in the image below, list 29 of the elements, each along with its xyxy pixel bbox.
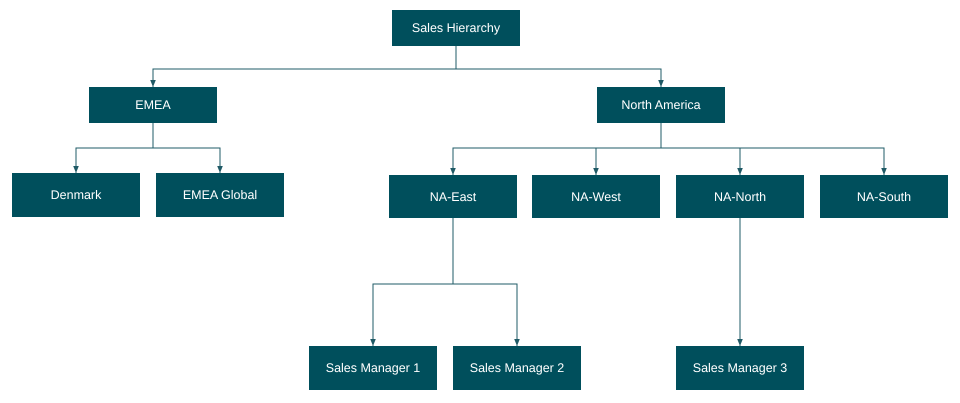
connector-arrow	[456, 46, 664, 88]
node-label: Denmark	[50, 188, 102, 202]
node-label: EMEA	[135, 98, 171, 112]
node-label: NA-East	[430, 190, 476, 204]
org-box	[156, 173, 284, 217]
org-box	[676, 346, 804, 390]
org-box	[532, 175, 660, 218]
connector-arrow	[660, 122, 887, 176]
node-label: NA-North	[714, 190, 766, 204]
node-label: Sales Hierarchy	[412, 21, 500, 35]
org-box	[453, 346, 581, 390]
node-label: NA-West	[571, 190, 621, 204]
org-box	[309, 346, 437, 390]
connector-arrow	[737, 218, 743, 346]
node-label: Sales Manager 3	[692, 361, 788, 375]
node-label: NA-South	[856, 190, 912, 204]
org-box	[89, 87, 217, 123]
org-box	[820, 175, 948, 218]
org-box	[392, 10, 520, 46]
org-box	[12, 173, 140, 217]
connector-arrow	[452, 218, 520, 346]
org-box	[676, 175, 804, 218]
org-box	[389, 175, 517, 218]
node-label: North America	[621, 98, 701, 112]
node-label: Sales Manager 2	[470, 361, 564, 375]
node-label: EMEA Global	[182, 188, 258, 202]
org-box	[597, 87, 725, 123]
connector-arrow	[152, 122, 223, 174]
node-label: Sales Manager 1	[326, 361, 420, 375]
